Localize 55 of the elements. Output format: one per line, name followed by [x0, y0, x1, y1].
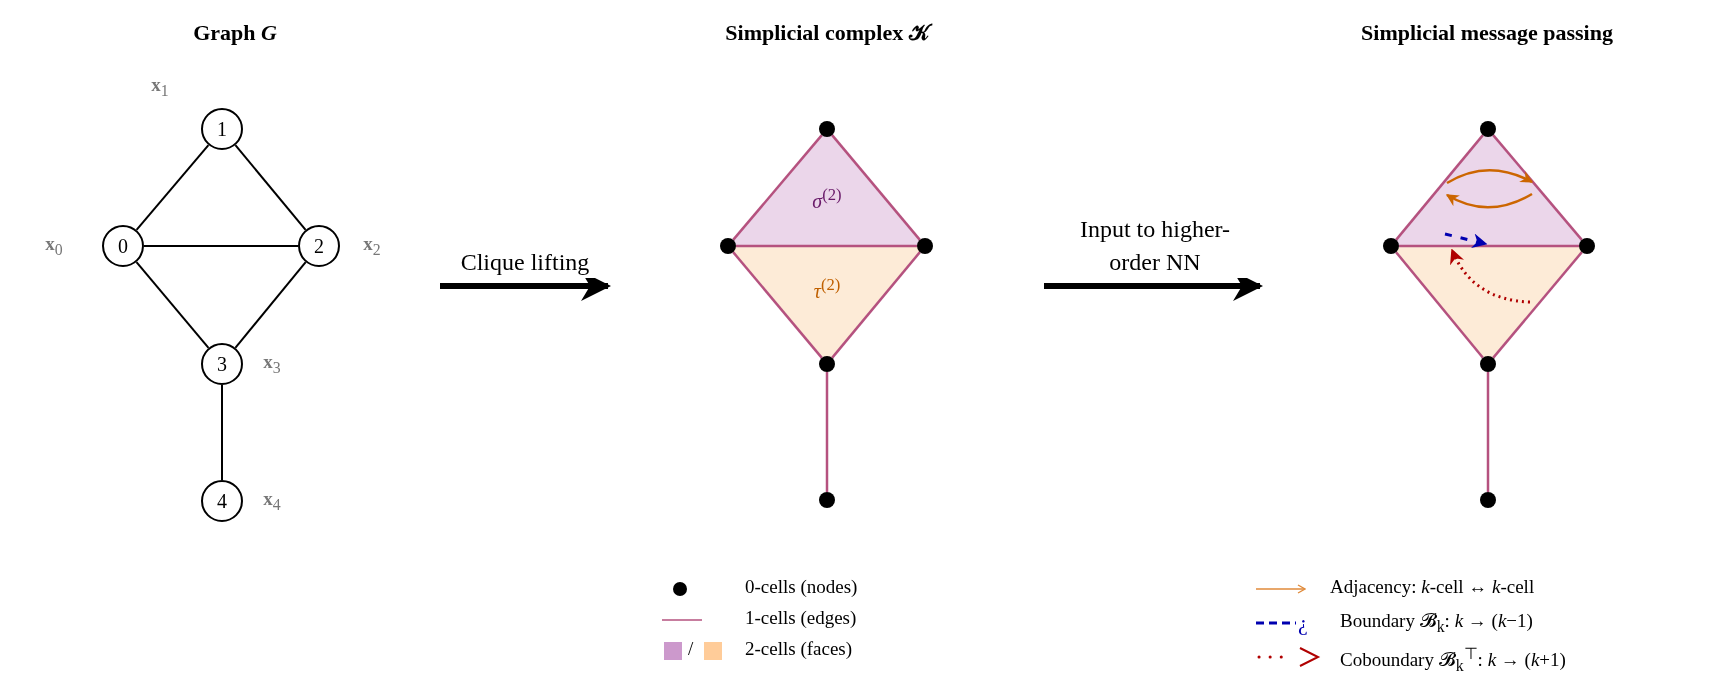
- legend-text: 2-cells (faces): [745, 638, 853, 660]
- node-circle: 2: [298, 225, 340, 267]
- vertex-dot: [1383, 238, 1399, 254]
- node-circle: 0: [102, 225, 144, 267]
- vertex-dot: [720, 238, 736, 254]
- face-label: τ$^{(2)}$: [813, 275, 841, 303]
- legend-text: Boundary 𝓑$_{k}$: k → (k−1): [1340, 610, 1533, 636]
- edge-line: [135, 144, 210, 231]
- edge-line: [234, 261, 307, 349]
- node-circle: 4: [201, 480, 243, 522]
- edge-line: [1395, 251, 1484, 359]
- edge-line: [1486, 372, 1490, 492]
- edge-line: [1399, 244, 1579, 248]
- legend-text: Adjacency: k-cell ↔ k-cell: [1330, 576, 1535, 598]
- feature-label: x$_{1}$: [151, 74, 169, 100]
- edge-line: [135, 261, 210, 349]
- edge-line: [825, 372, 829, 492]
- feature-label: x$_{4}$: [263, 488, 281, 514]
- vertex-dot: [819, 356, 835, 372]
- feature-label: x$_{0}$: [45, 233, 63, 259]
- feature-label: x$_{3}$: [263, 351, 281, 377]
- edge-line: [732, 251, 823, 359]
- edge-line: [1492, 251, 1583, 359]
- legend-text: 0-cells (nodes): [745, 576, 858, 598]
- legend-text: 1-cells (edges): [745, 607, 857, 629]
- edge-line: [143, 245, 299, 247]
- legend-symbol: /: [688, 638, 694, 660]
- feature-label: x$_{2}$: [363, 233, 381, 259]
- arrow: [1444, 232, 1488, 249]
- arrow: [1445, 192, 1533, 209]
- vertex-dot: [819, 492, 835, 508]
- legend-symbol: ¿: [1298, 610, 1308, 636]
- node-circle: 1: [201, 108, 243, 150]
- edge-line: [831, 251, 921, 359]
- panel-title: Simplicial complex 𝒦: [610, 20, 1044, 46]
- vertex-dot: [1579, 238, 1595, 254]
- edge-line: [1492, 134, 1583, 241]
- edge-line: [831, 134, 921, 241]
- face-label: σ$^{(2)}$: [812, 185, 842, 213]
- edge-line: [221, 384, 223, 481]
- edge-line: [234, 144, 307, 231]
- node-circle: 3: [201, 343, 243, 385]
- arrow: [1446, 169, 1534, 185]
- vertex-dot: [917, 238, 933, 254]
- vertex-dot: [819, 121, 835, 137]
- arrow: [1450, 248, 1531, 304]
- legend-text: Coboundary 𝓑$_{k}$$^{⊤}$: k → (k+1): [1340, 644, 1566, 675]
- vertex-dot: [1480, 121, 1496, 137]
- edge-line: [736, 244, 917, 248]
- edge-line: [1395, 134, 1484, 241]
- vertex-dot: [1480, 356, 1496, 372]
- vertex-dot: [1480, 492, 1496, 508]
- panel-title: Graph G: [192, 20, 278, 46]
- panel-title: Simplicial message passing: [1360, 20, 1614, 46]
- edge-line: [732, 134, 823, 241]
